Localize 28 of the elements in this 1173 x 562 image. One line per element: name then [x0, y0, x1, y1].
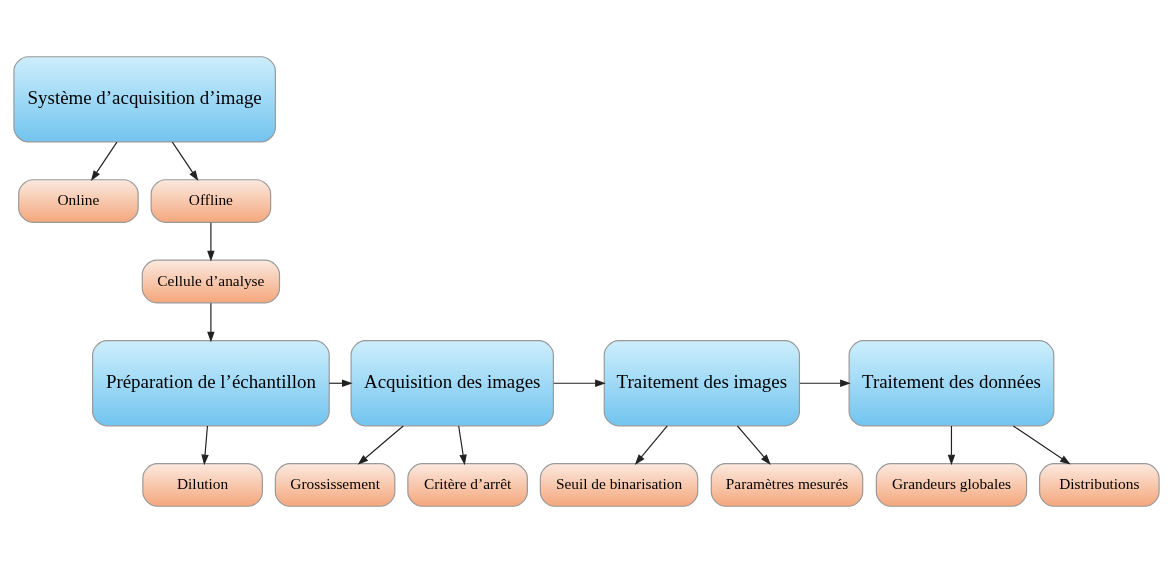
- node-box: Online: [18, 178, 139, 223]
- arrow: [799, 379, 851, 387]
- node-box: Grandeurs globales: [875, 462, 1028, 507]
- arrow: [736, 424, 771, 465]
- arrow: [634, 424, 668, 465]
- node-box: Seuil de binarisation: [539, 462, 699, 507]
- node-box: Paramètres mesurés: [710, 462, 864, 507]
- arrow: [171, 141, 199, 181]
- node-box: Distributions: [1039, 462, 1160, 507]
- arrow: [207, 302, 215, 342]
- arrow: [553, 379, 606, 387]
- node-box: Système d’acquisition d’image: [13, 55, 276, 142]
- arrow: [458, 424, 467, 465]
- node-box: Traitement des images: [603, 339, 801, 426]
- arrow: [201, 424, 209, 465]
- node-box: Offline: [150, 178, 272, 223]
- arrow: [90, 141, 118, 181]
- arrow: [357, 424, 404, 465]
- node-box: Traitement des données: [848, 339, 1055, 426]
- arrow: [947, 424, 956, 465]
- node-box: Cellule d’analyse: [141, 259, 281, 303]
- node-box: Grossissement: [274, 462, 396, 507]
- node-box: Critère d’arrêt: [407, 462, 528, 507]
- arrow: [1012, 424, 1071, 465]
- node-box: Préparation de l’échantillon: [92, 339, 330, 426]
- node-box: Acquisition des images: [350, 339, 554, 426]
- node-box: Dilution: [142, 462, 263, 507]
- arrow: [207, 221, 215, 261]
